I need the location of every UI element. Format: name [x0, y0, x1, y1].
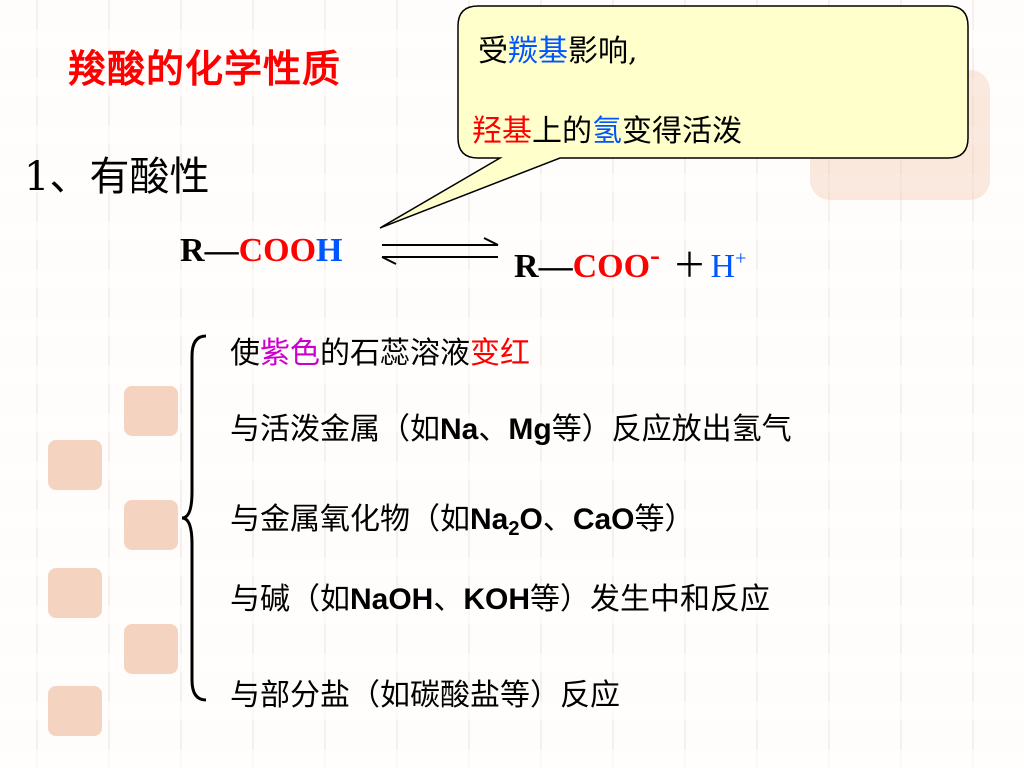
decorative-seal-icon — [48, 686, 102, 736]
page-title: 羧酸的化学性质 — [68, 47, 342, 91]
curly-brace-icon — [181, 334, 207, 702]
callout-line-2: 羟基上的氢变得活泼 — [472, 114, 742, 149]
decorative-seal-icon — [124, 624, 178, 674]
decorative-seal-icon — [48, 568, 102, 618]
decorative-seal-icon — [124, 386, 178, 436]
decorative-seal-icon — [124, 500, 178, 550]
property-item-1: 使紫色的石蕊溶液变红 — [230, 336, 530, 371]
equilibrium-arrow-icon — [381, 237, 499, 265]
property-item-2: 与活泼金属（如Na、Mg等）反应放出氢气 — [230, 412, 792, 447]
property-item-4: 与碱（如NaOH、KOH等）发生中和反应 — [230, 582, 771, 617]
property-item-3: 与金属氧化物（如Na2O、CaO等） — [230, 502, 695, 540]
callout-line-1: 受羰基影响, — [478, 34, 638, 69]
equation-products: R—COO- ＋H+ — [514, 238, 747, 285]
section-heading: 1、有酸性 — [24, 154, 210, 200]
decorative-seal-icon — [48, 440, 102, 490]
equation-reactant: R—COOH — [180, 232, 343, 269]
property-item-5: 与部分盐（如碳酸盐等）反应 — [230, 678, 620, 713]
